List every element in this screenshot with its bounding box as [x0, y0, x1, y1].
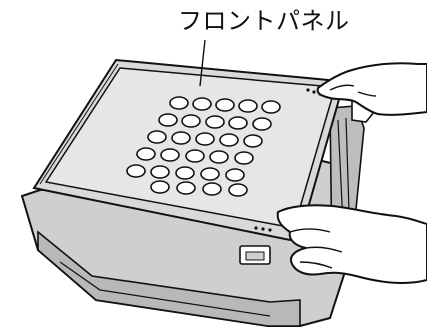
circle-hole-icon	[136, 147, 156, 161]
circle-hole-icon	[169, 96, 189, 110]
circle-hole-icon	[209, 150, 229, 164]
indicator-dot	[306, 88, 310, 92]
circle-hole-icon	[243, 134, 263, 148]
circle-hole-icon	[185, 149, 205, 163]
indicator-dot	[254, 226, 258, 230]
circle-hole-icon	[160, 148, 180, 162]
indicator-dot	[268, 228, 272, 232]
circle-hole-icon	[150, 165, 170, 179]
circle-hole-icon	[195, 132, 215, 146]
circle-hole-icon	[176, 181, 196, 195]
circle-hole-icon	[228, 183, 248, 197]
circle-hole-icon	[228, 116, 248, 130]
hand-finger-line	[289, 228, 331, 233]
callout-leader-line	[199, 39, 206, 87]
panel-hole-grid	[126, 96, 281, 197]
hand-finger-line	[357, 91, 377, 97]
circle-hole-icon	[252, 117, 272, 131]
circle-hole-icon	[158, 113, 178, 127]
panel-latch	[239, 245, 271, 265]
circle-hole-icon	[225, 168, 245, 182]
circle-hole-icon	[200, 167, 220, 181]
circle-hole-icon	[238, 99, 258, 113]
circle-hole-icon	[171, 131, 191, 145]
circle-hole-icon	[147, 130, 167, 144]
circle-hole-icon	[215, 98, 235, 112]
circle-hole-icon	[261, 100, 281, 114]
circle-hole-icon	[126, 164, 146, 178]
circle-hole-icon	[205, 115, 225, 129]
device-body-bottom-lip	[59, 261, 271, 317]
indicator-dot	[261, 227, 265, 231]
circle-hole-icon	[181, 114, 201, 128]
circle-hole-icon	[202, 182, 222, 196]
front-panel-label: フロントパネル	[178, 7, 350, 35]
circle-hole-icon	[234, 151, 254, 165]
circle-hole-icon	[219, 133, 239, 147]
circle-hole-icon	[150, 180, 170, 194]
device-body-front-face	[37, 230, 301, 327]
hand-icon	[316, 62, 427, 116]
circle-hole-icon	[175, 166, 195, 180]
hand-finger-line	[329, 84, 355, 91]
indicator-dot	[312, 90, 316, 94]
hand-icon	[276, 204, 427, 284]
circle-hole-icon	[192, 97, 212, 111]
front-panel-bevel	[39, 63, 119, 185]
hand-finger-line	[299, 261, 333, 269]
hand-finger-line	[305, 246, 343, 253]
